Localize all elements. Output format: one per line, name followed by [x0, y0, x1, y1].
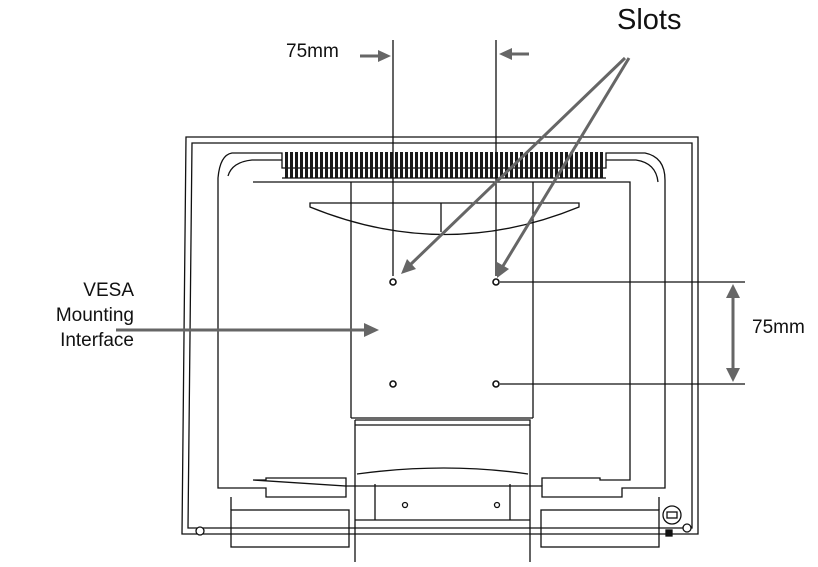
- vesa-interface-label: VESA Mounting Interface: [0, 278, 134, 353]
- vesa-holes: [389, 278, 500, 388]
- vent-grille: [282, 152, 606, 179]
- monitor-outer-frame: [181, 136, 699, 535]
- vesa-label-line-1: VESA: [83, 280, 134, 301]
- top-dimension-label: 75mm: [286, 41, 339, 62]
- center-plate: [309, 202, 580, 236]
- frame-screws: [195, 501, 692, 536]
- vesa-label-line-3: Interface: [60, 330, 134, 351]
- slots-label: Slots: [617, 4, 682, 36]
- lock-icon: [662, 505, 682, 537]
- vesa-label-line-2: Mounting: [55, 305, 134, 326]
- slots-pointer-arrows: [401, 56, 631, 278]
- center-spine: [350, 182, 534, 419]
- interface-pointer-arrow: [116, 323, 379, 337]
- rear-cover: [217, 152, 666, 498]
- stand-neck: [354, 419, 531, 562]
- side-dimension-guides: [500, 281, 745, 385]
- vesa-hole-bottom-left: [389, 380, 397, 388]
- top-dimension-arrows: [360, 48, 529, 62]
- side-dimension-arrow: [726, 284, 740, 382]
- lower-blocks: [230, 497, 660, 548]
- vesa-hole-bottom-right: [492, 380, 500, 388]
- top-dimension-guides: [392, 40, 497, 276]
- side-dimension-label: 75mm: [752, 317, 805, 338]
- vesa-hole-top-left: [389, 278, 397, 286]
- vesa-hole-top-right: [492, 278, 500, 286]
